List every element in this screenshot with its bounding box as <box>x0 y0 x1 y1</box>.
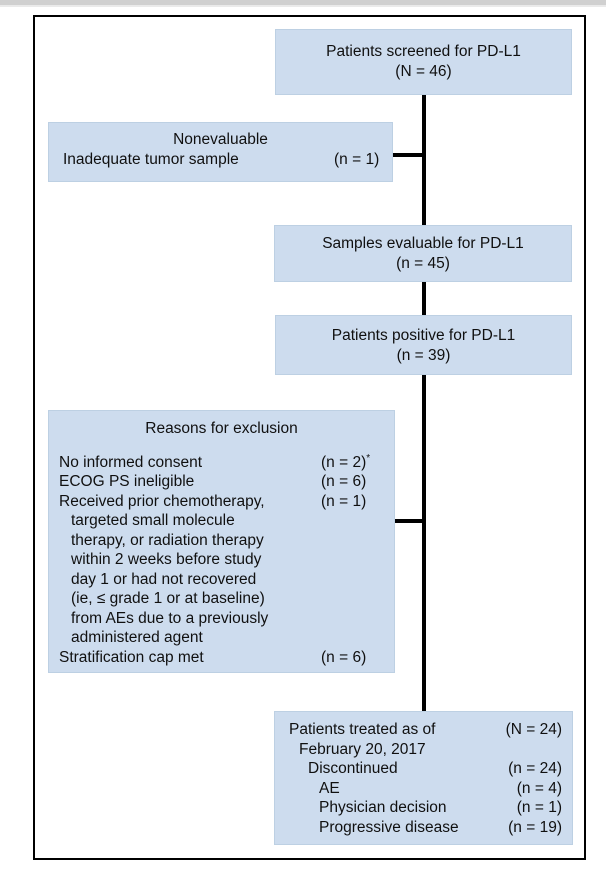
exclusion-branch-connector <box>394 519 424 523</box>
nonevaluable-item-label: Inadequate tumor sample <box>63 150 239 168</box>
exclusion-continuation-line: administered agent <box>71 629 203 646</box>
treated-row: Physician decision (n = 1) <box>275 798 572 818</box>
nonevaluable-item: Inadequate tumor sample (n = 1) <box>49 150 392 170</box>
exclusion-item-label: ECOG PS ineligible <box>59 473 195 490</box>
treated-row-count: (N = 24) <box>505 721 562 738</box>
asterisk-footnote-marker: * <box>366 452 371 464</box>
box-samples-evaluable: Samples evaluable for PD-L1 (n = 45) <box>274 225 572 282</box>
treated-row-count: (n = 19) <box>508 818 562 836</box>
exclusion-item: No informed consent (n = 2)* <box>49 453 394 473</box>
exclusion-item-count: (n = 6) <box>321 473 367 490</box>
window-top-band <box>0 0 606 5</box>
exclusion-item: Stratification cap met (n = 6) <box>49 648 394 668</box>
nonevaluable-item-count: (n = 1) <box>334 150 380 168</box>
exclusion-title: Reasons for exclusion <box>145 420 298 437</box>
treated-row-label: Patients treated as of <box>289 721 436 738</box>
box-patients-positive: Patients positive for PD-L1 (n = 39) <box>275 315 572 375</box>
window-top-band-highlight <box>0 5 606 7</box>
exclusion-count-text: (n = 2) <box>321 453 367 471</box>
treated-row: Patients treated as of (N = 24) <box>275 720 572 740</box>
exclusion-item-count: (n = 1) <box>321 492 367 510</box>
treated-row: Progressive disease (n = 19) <box>275 818 572 838</box>
treated-row-label: February 20, 2017 <box>299 740 426 758</box>
exclusion-continuation-line: from AEs due to a previously <box>71 609 269 627</box>
treated-row-label: Discontinued <box>308 760 398 777</box>
exclusion-item: Received prior chemotherapy, (n = 1) <box>49 492 394 512</box>
box-nonevaluable: Nonevaluable Inadequate tumor sample (n … <box>48 122 393 182</box>
box-reasons-for-exclusion: Reasons for exclusion No informed consen… <box>48 410 395 673</box>
treated-row-count: (n = 1) <box>516 799 562 816</box>
treated-row-count: (n = 4) <box>516 779 562 797</box>
nonevaluable-title: Nonevaluable <box>173 131 268 148</box>
exclusion-item-label: Received prior chemotherapy, <box>59 492 265 510</box>
exclusion-item-label: No informed consent <box>59 453 203 471</box>
nonevaluable-branch-connector <box>391 153 424 157</box>
exclusion-continuation-line: day 1 or had not recovered <box>71 570 257 588</box>
exclusion-continuation-line: targeted small molecule <box>71 512 235 529</box>
figure-frame <box>33 15 586 860</box>
treated-row-count <box>562 740 572 760</box>
evaluable-label: Samples evaluable for PD-L1 <box>322 235 524 252</box>
positive-label: Patients positive for PD-L1 <box>331 327 516 344</box>
exclusion-continuation-line: therapy, or radiation therapy <box>71 531 264 549</box>
positive-count: (n = 39) <box>396 346 451 364</box>
treated-row-count: (n = 24) <box>508 760 562 777</box>
exclusion-item: ECOG PS ineligible (n = 6) <box>49 472 394 492</box>
exclusion-continuation-line: within 2 weeks before study <box>71 551 262 568</box>
treated-row-label: Progressive disease <box>319 818 459 836</box>
exclusion-item-label: Stratification cap met <box>59 648 204 666</box>
evaluable-count: (n = 45) <box>396 254 450 272</box>
treated-row-label: AE <box>319 779 340 797</box>
exclusion-item-count: (n = 2)* <box>321 453 370 473</box>
exclusion-continuation-line: (ie, ≤ grade 1 or at baseline) <box>71 590 265 607</box>
treated-row: Discontinued (n = 24) <box>275 759 572 779</box>
box-patients-treated: Patients treated as of (N = 24) February… <box>274 711 573 845</box>
exclusion-item-count: (n = 6) <box>321 648 367 666</box>
screened-label: Patients screened for PD-L1 <box>326 43 521 60</box>
flow-spine-connector <box>422 95 426 713</box>
treated-row: AE (n = 4) <box>275 779 572 799</box>
treated-row-label: Physician decision <box>319 799 447 816</box>
box-patients-screened: Patients screened for PD-L1 (N = 46) <box>275 29 572 95</box>
treated-row: February 20, 2017 <box>275 740 572 760</box>
screened-count: (N = 46) <box>395 62 452 80</box>
